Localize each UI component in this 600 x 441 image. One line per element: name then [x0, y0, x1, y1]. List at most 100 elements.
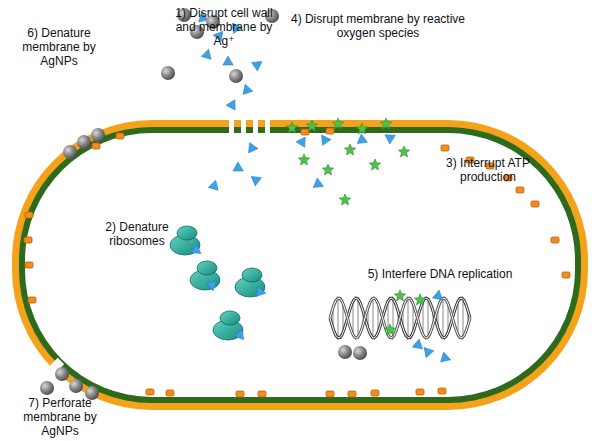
atp-protein	[416, 389, 424, 395]
base-pair	[338, 298, 339, 338]
ros-stars	[286, 118, 425, 335]
dna-strand	[330, 298, 470, 338]
ros-star	[332, 118, 343, 129]
silver-ion	[251, 176, 261, 186]
ros-star	[384, 324, 395, 335]
silver-ion	[206, 281, 216, 291]
ros-star	[344, 144, 355, 155]
silver-ion	[252, 62, 262, 71]
ros-star	[322, 164, 333, 175]
silver-ion	[226, 100, 235, 110]
silver-ion	[208, 180, 218, 190]
silver-ions	[191, 12, 451, 362]
ribosome-small	[242, 268, 262, 282]
silver-ion	[249, 143, 259, 153]
atp-protein	[258, 391, 266, 397]
atp-protein	[326, 128, 334, 134]
ros-star	[356, 123, 367, 134]
atp-protein	[236, 391, 244, 397]
silver-nanoparticle	[69, 379, 83, 393]
silver-ion	[223, 56, 233, 65]
silver-ion	[424, 348, 434, 358]
atp-protein	[24, 237, 32, 243]
ros-star	[394, 290, 405, 301]
dna-helix	[330, 298, 470, 338]
silver-ion	[233, 162, 243, 171]
callout-label: 2) Denature ribosomes	[96, 220, 178, 248]
atp-protein	[166, 390, 174, 396]
silver-ion	[357, 134, 367, 144]
atp-protein	[371, 390, 379, 396]
silver-nanoparticle	[229, 69, 243, 83]
atp-protein	[516, 187, 524, 193]
silver-ion	[243, 84, 253, 94]
atp-protein	[25, 262, 33, 268]
atp-protein	[116, 133, 124, 139]
base-pair	[423, 301, 424, 334]
dna-strand-highlight	[330, 298, 470, 338]
ros-star	[306, 120, 317, 131]
ros-star	[369, 159, 380, 170]
atp-protein	[551, 237, 559, 243]
base-pair	[373, 298, 374, 338]
atp-protein	[348, 391, 356, 397]
atp-protein	[441, 145, 449, 151]
silver-ion	[441, 352, 451, 362]
atp-protein	[438, 388, 446, 394]
silver-ion	[322, 135, 332, 145]
silver-ion	[385, 135, 395, 144]
silver-nanoparticle	[338, 345, 352, 359]
base-pair	[458, 301, 459, 334]
base-pair	[358, 299, 359, 337]
atp-proteins	[24, 128, 570, 397]
silver-nanoparticle	[91, 128, 105, 142]
ros-star	[414, 294, 425, 305]
silver-ion	[296, 137, 305, 147]
atp-protein	[146, 389, 154, 395]
ros-star	[286, 122, 297, 133]
atp-protein	[562, 272, 570, 278]
cytoplasm	[25, 133, 575, 397]
callout-label: 3) Interrupt ATP production	[436, 156, 540, 184]
dna-strand-highlight	[330, 298, 470, 338]
cell-membrane	[19, 127, 581, 403]
callout-label: 1) Disrupt cell wall and membrane by Ag⁺	[168, 6, 280, 48]
silver-ion	[412, 339, 422, 349]
atp-protein	[326, 391, 334, 397]
silver-ion	[313, 178, 323, 188]
atp-protein	[301, 129, 309, 135]
silver-nanoparticle	[55, 367, 69, 381]
base-pair	[463, 299, 464, 337]
base-pair	[428, 299, 429, 337]
base-pair	[353, 301, 354, 334]
silver-nanoparticle	[40, 381, 54, 395]
silver-nanoparticle	[77, 135, 91, 149]
callout-label: 6) Denature membrane by AgNPs	[4, 26, 114, 68]
ribosome-small	[220, 311, 240, 325]
silver-nanoparticles	[40, 8, 367, 400]
base-pair	[443, 298, 444, 338]
dna-strand	[330, 298, 470, 338]
atp-protein	[92, 143, 100, 149]
base-pair	[408, 298, 409, 338]
silver-ion	[256, 286, 266, 296]
ribosome-small	[177, 226, 197, 240]
ribosome-small	[197, 261, 217, 275]
membrane-gaps	[229, 116, 270, 136]
atp-protein	[25, 212, 33, 218]
silver-ion	[191, 244, 201, 253]
atp-protein	[28, 297, 36, 303]
silver-ion	[201, 49, 211, 59]
silver-nanoparticle	[63, 145, 77, 159]
ros-star	[298, 154, 309, 165]
ros-star	[339, 194, 350, 205]
silver-ion	[432, 290, 442, 300]
cell-wall	[12, 120, 588, 410]
silver-ion	[234, 329, 244, 339]
silver-nanoparticle	[353, 346, 367, 360]
callout-label: 4) Disrupt membrane by reactive oxygen s…	[290, 12, 466, 40]
silver-nanoparticle	[161, 66, 175, 80]
ros-star	[398, 146, 409, 157]
